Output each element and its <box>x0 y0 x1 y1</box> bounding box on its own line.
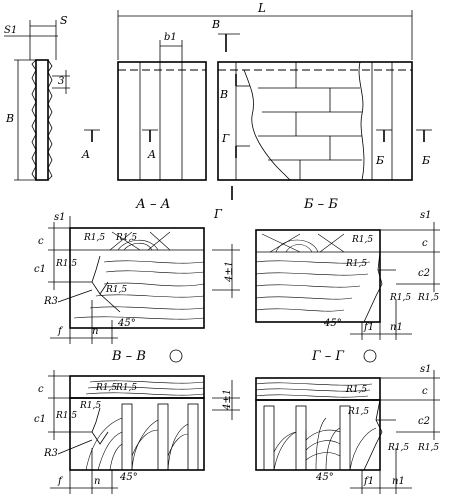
section-aa: c c1 s1 4±1 R1,5 R1,5 R1,5 R1,5 R3 f n 4… <box>34 212 240 344</box>
section-a-right: A <box>147 148 156 161</box>
aa-r3: R3 <box>43 296 58 307</box>
section-vv: c c1 4±1 R1,5 R1,5 R1,5 R1,5 R3 f n 45° <box>34 370 240 494</box>
aa-r15-1: R1,5 <box>83 233 105 243</box>
dim-3-label: 3 <box>58 76 64 87</box>
aa-c1: c1 <box>34 264 46 275</box>
section-v-mark: В <box>219 88 228 101</box>
vv-c1: c1 <box>34 414 46 425</box>
bb-f1: f1 <box>363 322 374 333</box>
aa-n: n <box>92 326 98 337</box>
gg-r15-3: R1,5 <box>387 443 409 453</box>
dim-b-label: B <box>5 112 14 125</box>
aa-r15-3: R1,5 <box>55 259 77 269</box>
view-vv-symbol <box>169 349 183 363</box>
bb-r15-2: R1,5 <box>345 259 367 269</box>
bb-r15-4: R1,5 <box>417 293 439 303</box>
bb-c2: c2 <box>418 268 430 279</box>
section-b-left: Б <box>375 154 384 167</box>
gg-f1: f1 <box>363 476 374 487</box>
vv-tol: 4±1 <box>222 389 233 411</box>
gg-r15-4: R1,5 <box>417 443 439 453</box>
vv-r15-1: R1,5 <box>95 383 117 393</box>
section-v-top: В <box>211 18 220 31</box>
bb-c: c <box>422 238 428 249</box>
bb-s1: s1 <box>420 210 432 221</box>
vv-r15-3: R1,5 <box>55 411 77 421</box>
vv-f: f <box>57 476 64 487</box>
section-a-left: A <box>81 148 90 161</box>
view-title-vv: В – В <box>111 349 146 364</box>
gg-c2: c2 <box>418 416 430 427</box>
vv-r3: R3 <box>43 448 58 459</box>
section-b-right: Б <box>421 154 430 167</box>
bb-45: 45° <box>323 318 342 329</box>
section-gg: s1 c c2 R1,5 R1,5 R1,5 R1,5 f1 n1 45° <box>255 364 440 494</box>
vv-r15-2: R1,5 <box>115 383 137 393</box>
gg-c: c <box>422 386 428 397</box>
gg-r15-1: R1,5 <box>345 385 367 395</box>
vv-n: n <box>94 476 100 487</box>
section-bb: s1 c c2 R1,5 R1,5 R1,5 R1,5 f1 n1 45° <box>255 210 440 340</box>
aa-r15-4: R1,5 <box>105 285 127 295</box>
section-g-label: Г <box>213 207 223 221</box>
dim-l-label: L <box>257 1 266 15</box>
aa-c: c <box>38 236 44 247</box>
gg-s1: s1 <box>420 364 432 375</box>
view-gg-symbol <box>363 349 377 363</box>
front-view: L b1 A A <box>81 1 432 200</box>
view-title-aa: А – А <box>135 197 170 212</box>
bb-n1: n1 <box>390 322 403 333</box>
aa-s1: s1 <box>54 212 66 223</box>
side-profile-view: S S1 B 3 <box>4 14 70 181</box>
vv-c: c <box>38 384 44 395</box>
aa-r15-2: R1,5 <box>115 233 137 243</box>
gg-r15-2: R1,5 <box>347 407 369 417</box>
vv-45: 45° <box>119 472 138 483</box>
dim-b1-label: b1 <box>164 32 177 43</box>
dim-s1-label: S1 <box>4 25 17 36</box>
aa-tol: 4±1 <box>224 261 235 283</box>
gg-45: 45° <box>315 472 334 483</box>
bb-r15-1: R1,5 <box>351 235 373 245</box>
view-title-gg: Г – Г <box>311 349 344 364</box>
section-g-mark: Г <box>221 132 230 145</box>
dim-s-label: S <box>60 14 68 27</box>
aa-f: f <box>57 326 64 337</box>
view-title-bb: Б – Б <box>303 197 338 212</box>
gg-n1: n1 <box>392 476 405 487</box>
aa-45: 45° <box>117 318 136 329</box>
bb-r15-3: R1,5 <box>389 293 411 303</box>
vv-r15-4: R1,5 <box>79 401 101 411</box>
